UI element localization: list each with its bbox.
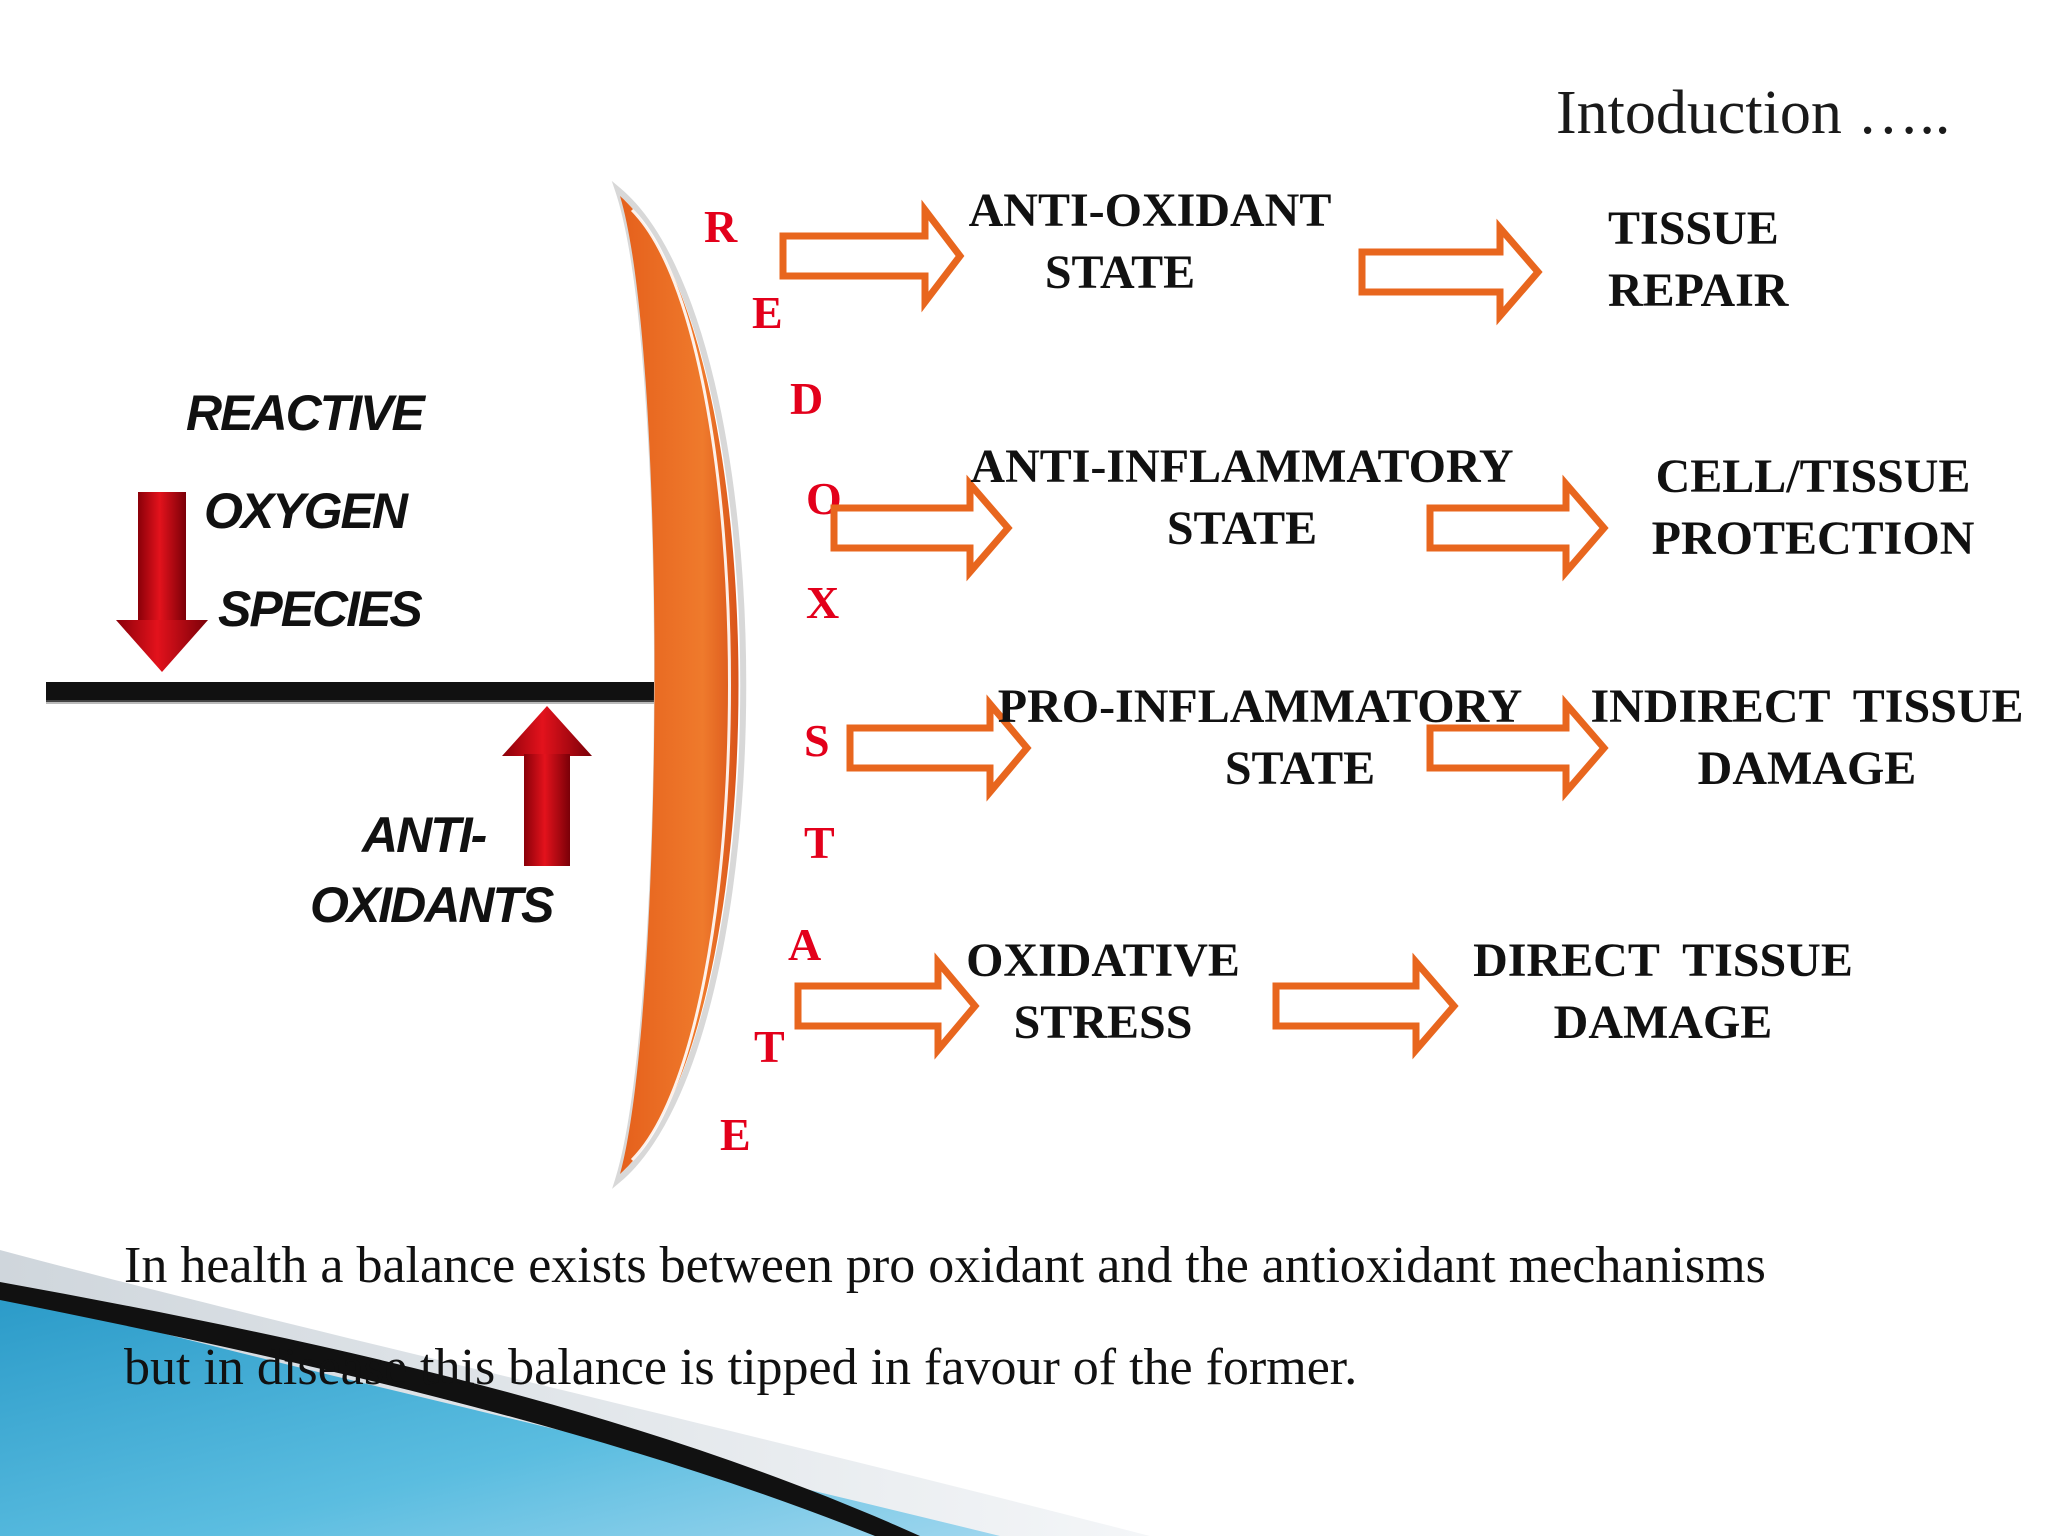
state-label-anti-inflammatory: ANTI-INFLAMMATORY STATE <box>962 436 1522 560</box>
arrow-row3-a-icon <box>846 694 1032 802</box>
state-line: STATE <box>1044 246 1196 299</box>
ros-down-arrow-icon <box>116 492 208 672</box>
outcome-line: TISSUE <box>1608 202 1779 255</box>
state-line: STATE <box>1166 502 1318 555</box>
state-line: ANTI-INFLAMMATORY <box>970 440 1514 493</box>
redox-letter-e2: E <box>720 1109 751 1160</box>
arrow-row3-b-icon <box>1426 694 1609 802</box>
state-label-pro-inflammatory: PRO-INFLAMMATORY STATE <box>980 676 1540 800</box>
arrow-row4-b-icon <box>1272 952 1459 1060</box>
caption-line-2: but in disease this balance is tipped in… <box>124 1339 1358 1396</box>
outcome-line: DAMAGE <box>1697 742 1917 795</box>
ros-label-line1: REACTIVE <box>186 385 425 441</box>
arrow-row2-a-icon <box>830 474 1013 582</box>
arrow-row2-b-icon <box>1426 474 1609 582</box>
redox-letter-s: S <box>804 715 830 766</box>
outcome-line: CELL/TISSUE <box>1655 450 1971 503</box>
state-line: OXIDATIVE <box>966 934 1240 987</box>
redox-letter-t: T <box>804 817 835 868</box>
state-line: STRESS <box>1013 996 1193 1049</box>
antioxidant-label-line2: OXIDANTS <box>310 877 554 933</box>
slide-title: Intoduction ….. <box>1556 79 1951 147</box>
redox-letter-e: E <box>752 287 783 338</box>
redox-letter-x: X <box>806 577 840 628</box>
outcome-label-tissue-repair: TISSUE REPAIR <box>1608 198 1788 322</box>
state-label-oxidative-stress: OXIDATIVE STRESS <box>958 930 1248 1054</box>
redox-letter-d: D <box>790 373 824 424</box>
state-line: STATE <box>1224 742 1376 795</box>
state-line: ANTI-OXIDANT <box>968 184 1332 237</box>
antioxidant-label-line1: ANTI- <box>362 807 487 863</box>
arrow-row4-a-icon <box>794 952 980 1060</box>
antioxidant-up-arrow-icon <box>502 706 592 866</box>
caption-line-1: In health a balance exists between pro o… <box>124 1237 1766 1294</box>
redox-letter-a: A <box>788 919 822 970</box>
arrow-row1-a-icon <box>779 199 965 313</box>
outcome-line: PROTECTION <box>1651 512 1975 565</box>
ros-label-line2: OXYGEN <box>204 483 408 539</box>
outcome-line: REPAIR <box>1608 264 1789 317</box>
slide-caption: In health a balance exists between pro o… <box>124 1215 1766 1419</box>
redox-letter-t2: T <box>754 1021 785 1072</box>
ros-label-line3: SPECIES <box>218 581 423 637</box>
state-label-anti-oxidant: ANTI-OXIDANT STATE <box>960 180 1340 304</box>
outcome-label-indirect-tissue-damage: INDIRECT TISSUE DAMAGE <box>1572 676 2042 800</box>
arrow-row1-b-icon <box>1358 218 1543 326</box>
outcome-label-cell-tissue-protection: CELL/TISSUE PROTECTION <box>1648 446 1978 570</box>
outcome-line: INDIRECT TISSUE <box>1590 680 2024 733</box>
outcome-line: DAMAGE <box>1553 996 1773 1049</box>
outcome-line: DIRECT TISSUE <box>1473 934 1853 987</box>
balance-beam <box>46 682 671 702</box>
outcome-label-direct-tissue-damage: DIRECT TISSUE DAMAGE <box>1468 930 1858 1054</box>
redox-letter-r: R <box>704 201 738 252</box>
state-line: PRO-INFLAMMATORY <box>997 680 1523 733</box>
